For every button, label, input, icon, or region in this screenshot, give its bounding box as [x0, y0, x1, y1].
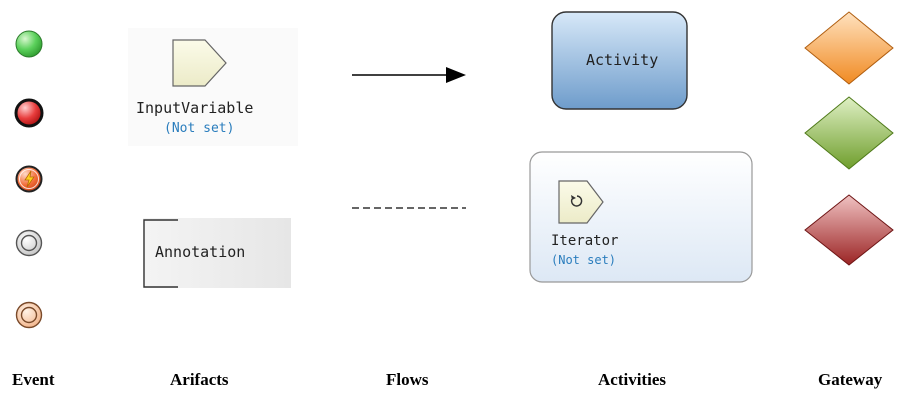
input-variable-background	[128, 28, 298, 146]
data-flag-icon	[172, 39, 227, 87]
annotation-bracket	[143, 219, 178, 288]
annotation-text: Annotation	[155, 243, 246, 261]
caption-artifacts: Arifacts	[170, 370, 229, 389]
lightning-icon	[24, 170, 35, 188]
gateway-red-diamond	[804, 194, 894, 266]
annotation-background	[143, 218, 291, 288]
gateway-green-diamond	[804, 96, 894, 170]
end-event-icon	[14, 98, 44, 128]
start-event-icon	[15, 30, 43, 58]
activity-box	[551, 11, 688, 110]
iterator-name: Iterator	[551, 233, 619, 249]
caption-event: Event	[12, 370, 55, 389]
activity-label: Activity	[586, 51, 659, 69]
input-variable-status: (Not set)	[164, 121, 235, 136]
caption-flows: Flows	[386, 370, 429, 389]
sequence-flow-arrowhead	[446, 67, 466, 83]
input-variable-name: InputVariable	[136, 99, 254, 117]
iterator-status: (Not set)	[551, 253, 617, 267]
gateway-orange-diamond	[804, 11, 894, 85]
intermediate-event-icon	[15, 229, 43, 257]
timer-event-icon	[15, 301, 43, 329]
caption-activities: Activities	[598, 370, 666, 389]
loop-icon	[570, 195, 583, 207]
caption-gateway: Gateway	[818, 370, 883, 389]
error-event-icon	[15, 165, 43, 193]
